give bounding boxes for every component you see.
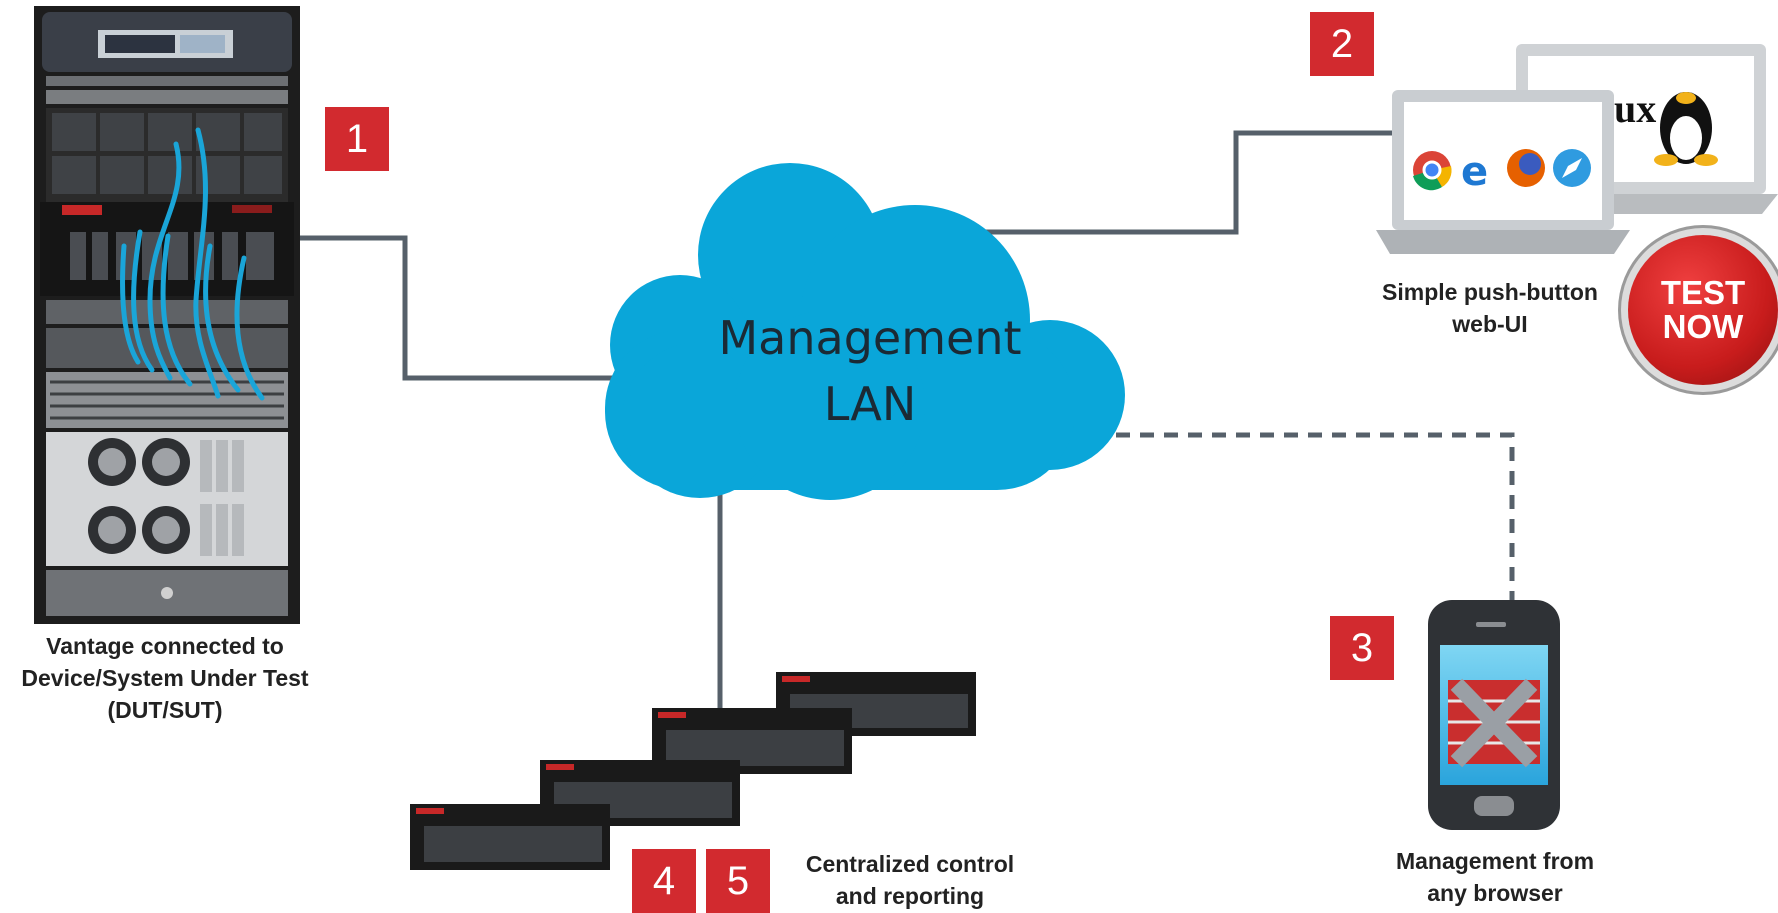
cloud-to-phone-dashed-line [1020,432,1515,600]
connection-lines [296,130,1515,712]
firefox-icon [1507,149,1545,187]
webui-label: Simple push-button web-UI [1382,279,1598,337]
cloud-label-line1: Management [718,311,1022,365]
cloud-to-laptop-line [980,130,1395,235]
badge-5: 5 [706,849,770,913]
test-now-button[interactable]: TEST NOW [1628,235,1778,385]
edge-icon: e [1459,149,1497,195]
browser-label: Management from any browser [1395,848,1595,906]
test-now-line2: NOW [1662,308,1744,345]
rack-cables [120,127,265,401]
test-now-line1: TEST [1660,274,1746,311]
management-lan-cloud [605,163,1125,500]
badge-3: 3 [1330,616,1394,680]
browser-laptop: e [1376,90,1630,254]
svg-text:e: e [1461,149,1488,195]
badge-1: 1 [325,107,389,171]
badge-4: 4 [632,849,696,913]
chrome-icon [1413,151,1452,191]
central-label: Centralized control and reporting [805,851,1015,909]
test-chassis-stack [410,672,976,870]
mobile-phone [1428,600,1560,830]
cloud-label-line2: LAN [823,377,917,431]
equipment-rack [34,6,300,624]
rack-to-cloud-line [296,235,620,381]
safari-icon [1553,149,1591,187]
vantage-label: Vantage connected to Device/System Under… [21,633,309,723]
badge-2: 2 [1310,12,1374,76]
cloud-label: Management LAN [690,305,1050,437]
linux-logo-text: ux [1614,86,1656,131]
